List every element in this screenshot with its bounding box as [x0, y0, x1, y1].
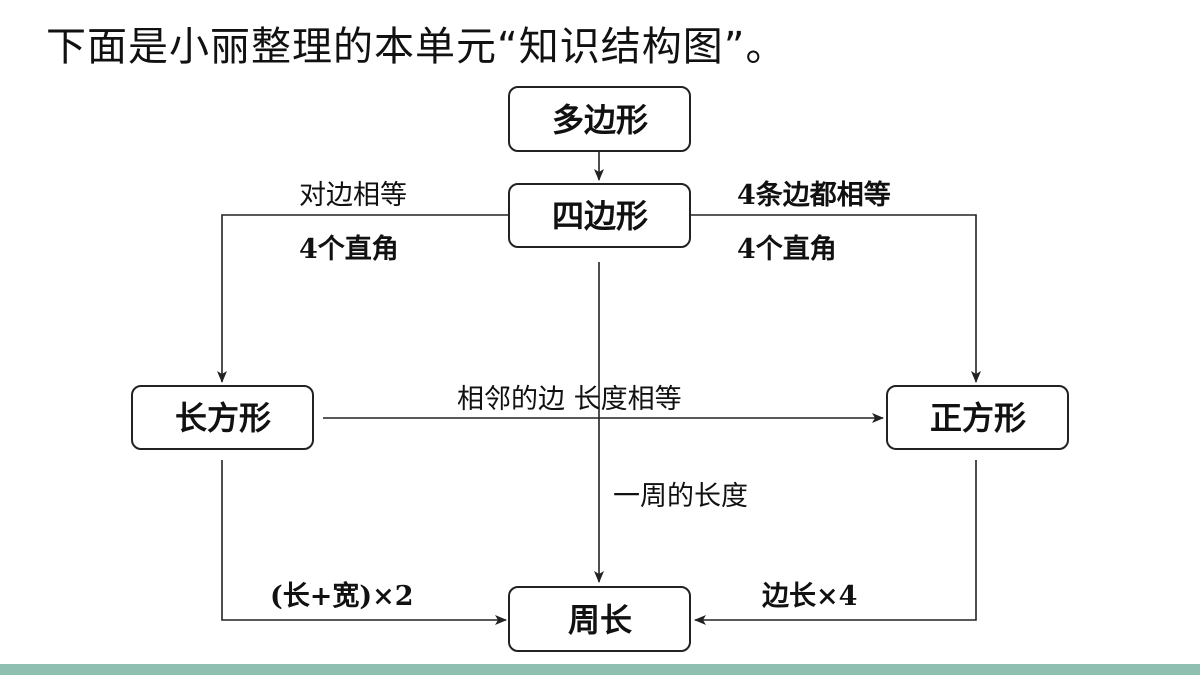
label-rectangle-condition-2: 4个直角	[299, 233, 399, 265]
edge-quadrilateral-to-rectangle	[217, 214, 509, 383]
headline: 下面是小丽整理的本单元“知识结构图”。	[46, 24, 787, 70]
node-square: 正方形	[886, 385, 1069, 450]
node-rectangle-label: 长方形	[175, 399, 271, 437]
node-perimeter: 周长	[508, 586, 691, 652]
edge-rectangle-to-perimeter	[221, 460, 507, 625]
node-quadrilateral-label: 四边形	[552, 197, 648, 235]
node-quadrilateral: 四边形	[508, 183, 691, 248]
node-polygon-label: 多边形	[552, 101, 648, 139]
node-square-label: 正方形	[930, 399, 1026, 437]
label-rectangle-to-square: 相邻的边 长度相等	[457, 384, 682, 415]
label-rectangle-condition-1: 对边相等	[299, 180, 407, 211]
label-square-perimeter-formula: 边长×4	[762, 581, 857, 612]
edge-square-to-perimeter	[694, 460, 977, 625]
edge-quadrilateral-to-square	[691, 214, 981, 383]
label-square-condition-1: 4条边都相等	[737, 179, 891, 211]
label-perimeter-definition: 一周的长度	[613, 481, 748, 512]
node-polygon: 多边形	[508, 86, 691, 152]
label-rectangle-perimeter-formula: (长+宽)×2	[270, 580, 414, 612]
node-perimeter-label: 周长	[568, 601, 632, 639]
footer-band	[0, 664, 1200, 675]
node-rectangle: 长方形	[131, 385, 314, 450]
label-square-condition-2: 4个直角	[737, 233, 837, 265]
